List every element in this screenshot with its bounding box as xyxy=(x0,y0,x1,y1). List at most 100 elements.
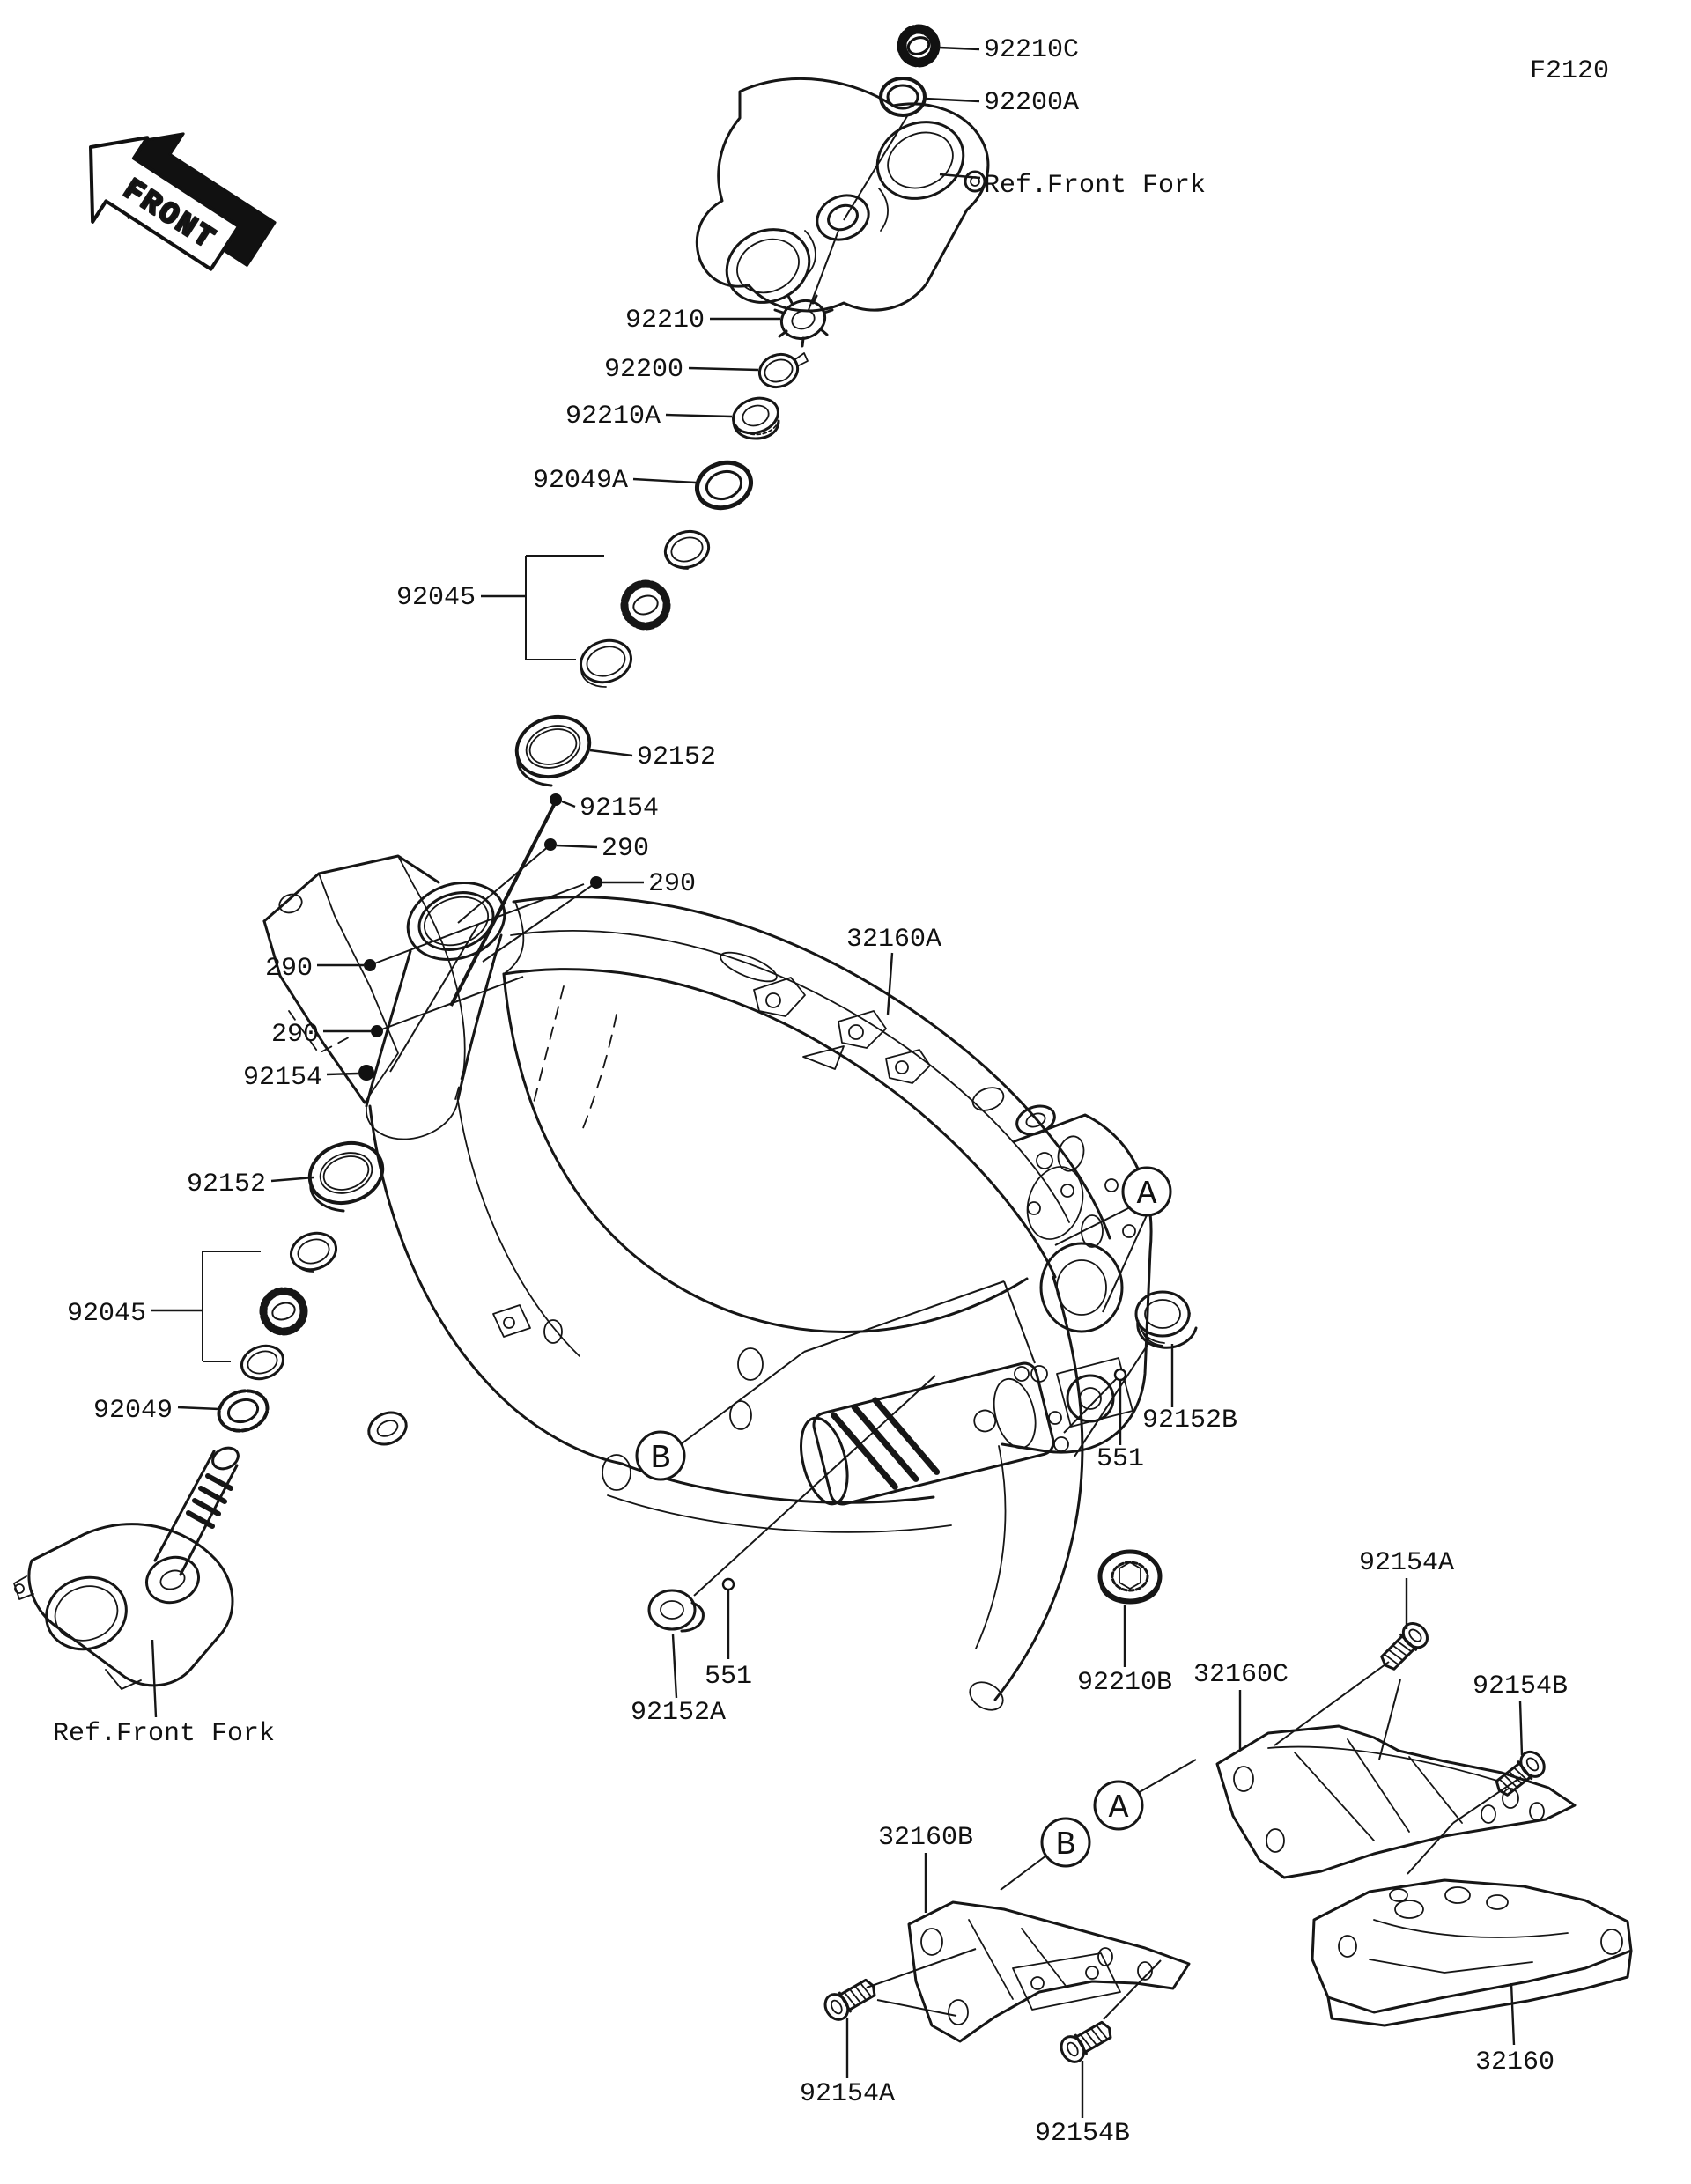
callout-letter-A-2: A xyxy=(1109,1789,1129,1827)
front-arrow-face xyxy=(89,136,241,271)
aux-line-7 xyxy=(808,230,839,311)
part-label-92154B-r: 92154B xyxy=(1473,1671,1568,1701)
part-label-92045-l: 92045 xyxy=(67,1299,146,1329)
part-label-92152-top: 92152 xyxy=(637,742,716,772)
aux-line-28 xyxy=(866,1948,977,1988)
leader-dot-92154-top xyxy=(550,793,562,806)
oil-seal-92049A xyxy=(695,460,753,511)
leader-92152-top xyxy=(589,749,633,757)
steering-locknut-92210 xyxy=(773,294,834,348)
bearing-race-lower xyxy=(240,1344,284,1381)
aux-line-19 xyxy=(680,1351,805,1445)
aux-line-24 xyxy=(1274,1661,1390,1746)
ring-nut-92210A xyxy=(732,396,780,440)
engine-bracket-32160 xyxy=(1311,1878,1633,2027)
frame-body-32160A xyxy=(262,854,1153,1711)
leader-dot-290-l2 xyxy=(371,1025,383,1037)
part-label-290-l1: 290 xyxy=(265,954,313,984)
bearing-cone-lower xyxy=(290,1231,337,1273)
part-label-ref-front-fork-top: Ref.Front Fork xyxy=(984,171,1206,201)
part-label-92154A-r: 92154A xyxy=(1359,1548,1454,1578)
aux-line-13 xyxy=(449,802,557,1007)
upper-triple-clamp xyxy=(695,77,990,313)
leader-92210C xyxy=(938,46,980,51)
leader-92210A xyxy=(665,413,733,418)
bearing-race-upper xyxy=(580,638,632,688)
bearing-cap-92152B xyxy=(1134,1290,1198,1349)
part-label-290-r2: 290 xyxy=(648,869,696,899)
aux-line-18 xyxy=(1102,1214,1148,1313)
part-label-92154A-b: 92154A xyxy=(800,2079,895,2109)
leader-dot-290-r2 xyxy=(590,876,602,889)
callout-letter-B-3: B xyxy=(1056,1826,1076,1864)
aux-line-22 xyxy=(1137,1759,1197,1794)
part-label-ref-front-fork-bottom: Ref.Front Fork xyxy=(53,1719,275,1749)
aux-line-20 xyxy=(803,1280,1005,1353)
aux-line-14 xyxy=(693,1375,936,1597)
part-label-92049A: 92049A xyxy=(533,466,628,496)
part-label-92210B: 92210B xyxy=(1077,1668,1172,1698)
part-label-92152-l: 92152 xyxy=(187,1169,266,1199)
aux-line-16 xyxy=(1063,1374,1121,1434)
part-label-92154-l: 92154 xyxy=(243,1063,322,1093)
aux-line-27 xyxy=(1407,1822,1454,1875)
part-label-32160C: 32160C xyxy=(1193,1660,1289,1690)
leader-ref-front-fork-top xyxy=(939,173,981,180)
claw-washer-92200 xyxy=(757,352,809,389)
part-label-32160: 32160 xyxy=(1475,2048,1554,2077)
part-label-92210: 92210 xyxy=(625,306,705,336)
callout-circle-B-3 xyxy=(1040,1817,1091,1868)
diagram-artwork: FRONT xyxy=(13,24,1633,2068)
leader-92154-top xyxy=(561,800,576,808)
part-label-92154-top: 92154 xyxy=(580,793,659,823)
leader-92154B-r xyxy=(1518,1701,1524,1756)
part-label-92152B: 92152B xyxy=(1142,1406,1237,1435)
aux-line-8 xyxy=(457,845,550,924)
callout-circle-B-1 xyxy=(635,1430,686,1481)
leader-dot-92154-l xyxy=(358,1065,374,1081)
leader-92152-l xyxy=(270,1176,314,1183)
part-label-92045-top: 92045 xyxy=(396,583,476,613)
part-label-290-r1: 290 xyxy=(602,834,649,864)
aux-line-17 xyxy=(1054,1206,1131,1246)
leader-92152A xyxy=(671,1634,678,1699)
aux-line-29 xyxy=(876,1999,957,2017)
aux-line-21 xyxy=(1003,1280,1036,1364)
part-label-92200A: 92200A xyxy=(984,88,1079,118)
callout-letter-B-1: B xyxy=(651,1440,671,1478)
aux-line-12 xyxy=(389,924,479,1073)
cap-92210B xyxy=(1097,1549,1163,1605)
part-label-551-left: 551 xyxy=(705,1662,752,1692)
part-label-92152A: 92152A xyxy=(631,1698,726,1728)
head-seal-92152-upper xyxy=(514,715,592,787)
bearing-cone-upper xyxy=(663,529,711,570)
aux-line-26 xyxy=(1452,1776,1522,1824)
aux-line-23 xyxy=(1000,1855,1047,1891)
part-label-290-l2: 290 xyxy=(271,1020,319,1050)
aux-line-30 xyxy=(1103,1959,1162,2020)
part-label-551-right: 551 xyxy=(1097,1444,1144,1474)
callout-circle-A-2 xyxy=(1093,1780,1144,1831)
grease-seal-92049 xyxy=(217,1389,270,1433)
part-label-92049: 92049 xyxy=(93,1396,173,1426)
leader-dot-290-r1 xyxy=(544,838,557,851)
leader-32160 xyxy=(1510,1982,1516,2046)
ball-bearing-92045-upper xyxy=(620,579,671,631)
leader-dot-551-left xyxy=(721,1577,735,1591)
part-label-92200: 92200 xyxy=(604,355,683,385)
steering-stem-head-nut-92210C xyxy=(897,24,941,68)
part-label-92154B-b: 92154B xyxy=(1035,2119,1130,2149)
leader-dot-551-right xyxy=(1113,1368,1127,1382)
aux-line-10 xyxy=(369,883,585,966)
leader-290-r1 xyxy=(556,844,598,849)
aux-line-25 xyxy=(1378,1679,1401,1760)
callout-letter-A-0: A xyxy=(1137,1176,1157,1214)
plug-92152A xyxy=(647,1589,705,1633)
engine-bracket-32160B xyxy=(907,1900,1191,2043)
part-label-92210A: 92210A xyxy=(565,402,661,432)
lower-triple-clamp xyxy=(13,1446,240,1690)
leader-ref-front-fork-bottom xyxy=(151,1639,158,1718)
